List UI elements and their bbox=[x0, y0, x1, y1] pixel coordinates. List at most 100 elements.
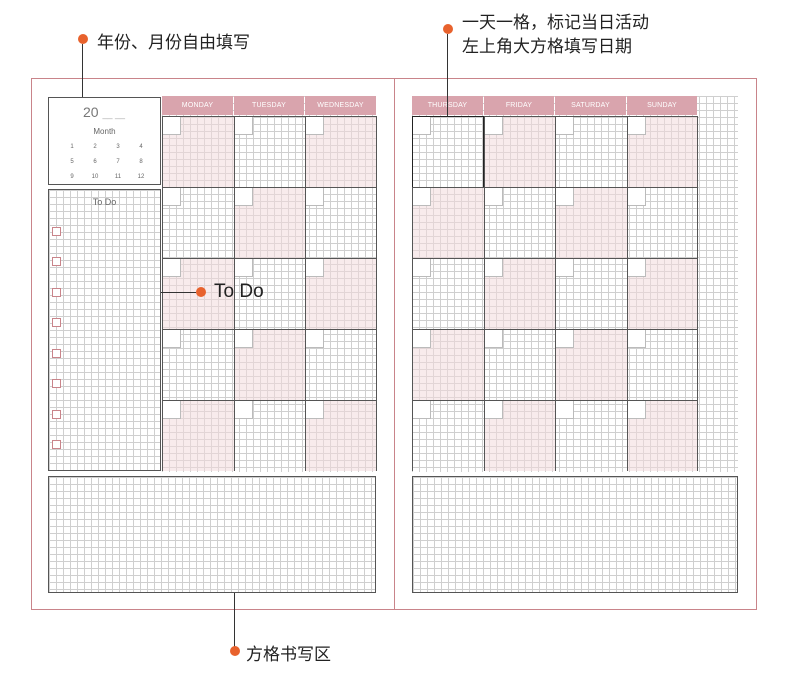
todo-checkbox[interactable] bbox=[52, 288, 61, 297]
day-header-saturday: SATURDAY bbox=[555, 96, 626, 115]
day-cell[interactable] bbox=[484, 329, 555, 401]
date-box[interactable] bbox=[556, 117, 574, 135]
date-box[interactable] bbox=[413, 330, 431, 348]
day-cell[interactable] bbox=[305, 187, 377, 259]
day-cell[interactable] bbox=[412, 258, 484, 330]
day-cell[interactable] bbox=[555, 400, 627, 471]
annotation-grid-area: 方格书写区 bbox=[246, 645, 331, 665]
day-cell[interactable] bbox=[162, 329, 234, 401]
date-box[interactable] bbox=[556, 188, 574, 206]
day-cell[interactable] bbox=[627, 258, 698, 330]
date-box[interactable] bbox=[485, 117, 503, 135]
annotation-daily-line2: 左上角大方格填写日期 bbox=[462, 37, 632, 57]
day-cell[interactable] bbox=[305, 258, 377, 330]
date-box[interactable] bbox=[163, 330, 181, 348]
todo-checkbox[interactable] bbox=[52, 410, 61, 419]
date-box[interactable] bbox=[235, 330, 253, 348]
date-box[interactable] bbox=[556, 401, 574, 419]
day-cell[interactable] bbox=[484, 116, 555, 188]
day-cell[interactable] bbox=[412, 187, 484, 259]
annotation-year-month: 年份、月份自由填写 bbox=[97, 33, 250, 53]
date-box[interactable] bbox=[628, 401, 646, 419]
day-header-monday: MONDAY bbox=[162, 96, 233, 115]
annotation-dot bbox=[443, 24, 453, 34]
todo-checkbox[interactable] bbox=[52, 349, 61, 358]
day-cell[interactable] bbox=[412, 400, 484, 471]
date-box[interactable] bbox=[485, 330, 503, 348]
month-9: 9 bbox=[70, 174, 74, 180]
date-box[interactable] bbox=[628, 330, 646, 348]
annotation-dot bbox=[196, 287, 206, 297]
date-box[interactable] bbox=[628, 259, 646, 277]
month-11: 11 bbox=[114, 174, 122, 180]
date-box[interactable] bbox=[628, 117, 646, 135]
date-box[interactable] bbox=[235, 401, 253, 419]
annotation-todo: To Do bbox=[214, 281, 264, 302]
day-cell[interactable] bbox=[162, 400, 234, 471]
date-box[interactable] bbox=[485, 188, 503, 206]
todo-checkbox[interactable] bbox=[52, 257, 61, 266]
day-cell[interactable] bbox=[234, 116, 305, 188]
month-7: 7 bbox=[116, 159, 120, 165]
date-box[interactable] bbox=[556, 330, 574, 348]
day-cell[interactable] bbox=[627, 329, 698, 401]
date-box[interactable] bbox=[163, 401, 181, 419]
date-box[interactable] bbox=[163, 188, 181, 206]
month-12: 12 bbox=[137, 174, 145, 180]
day-cell[interactable] bbox=[627, 116, 698, 188]
date-box[interactable] bbox=[628, 188, 646, 206]
todo-checkbox[interactable] bbox=[52, 318, 61, 327]
date-box[interactable] bbox=[306, 330, 324, 348]
date-box[interactable] bbox=[485, 401, 503, 419]
date-box[interactable] bbox=[235, 259, 253, 277]
date-box[interactable] bbox=[485, 259, 503, 277]
todo-checkbox[interactable] bbox=[52, 440, 61, 449]
todo-box: To Do bbox=[48, 189, 161, 471]
date-box[interactable] bbox=[163, 259, 181, 277]
day-cell[interactable] bbox=[412, 116, 484, 188]
day-cell[interactable] bbox=[234, 329, 305, 401]
day-cell[interactable] bbox=[305, 116, 377, 188]
day-cell[interactable] bbox=[627, 187, 698, 259]
day-cell[interactable] bbox=[412, 329, 484, 401]
date-box[interactable] bbox=[556, 259, 574, 277]
day-cell[interactable] bbox=[162, 187, 234, 259]
month-label: Month bbox=[93, 127, 116, 136]
year-blank: __ __ bbox=[102, 109, 125, 119]
day-cell[interactable] bbox=[555, 116, 627, 188]
date-box[interactable] bbox=[413, 259, 431, 277]
month-4: 4 bbox=[139, 144, 143, 150]
date-box[interactable] bbox=[306, 117, 324, 135]
day-cell[interactable] bbox=[555, 187, 627, 259]
day-cell[interactable] bbox=[305, 329, 377, 401]
annotation-daily-line1: 一天一格，标记当日活动 bbox=[462, 13, 649, 33]
date-box[interactable] bbox=[413, 401, 431, 419]
day-cell[interactable] bbox=[162, 116, 234, 188]
day-cell[interactable] bbox=[555, 329, 627, 401]
day-cell[interactable] bbox=[234, 400, 305, 471]
date-box[interactable] bbox=[235, 188, 253, 206]
leader-line bbox=[447, 34, 448, 116]
date-box[interactable] bbox=[306, 188, 324, 206]
day-cell[interactable] bbox=[234, 187, 305, 259]
todo-checkbox[interactable] bbox=[52, 227, 61, 236]
todo-checkbox[interactable] bbox=[52, 379, 61, 388]
day-cell[interactable] bbox=[627, 400, 698, 471]
date-box[interactable] bbox=[306, 401, 324, 419]
month-5: 5 bbox=[70, 159, 74, 165]
day-cell[interactable] bbox=[555, 258, 627, 330]
date-box[interactable] bbox=[413, 188, 431, 206]
date-box[interactable] bbox=[235, 117, 253, 135]
year-prefix: 20 bbox=[83, 104, 99, 120]
day-cell[interactable] bbox=[484, 400, 555, 471]
day-cell[interactable] bbox=[484, 187, 555, 259]
date-box[interactable] bbox=[163, 117, 181, 135]
right-page bbox=[394, 78, 757, 610]
date-box[interactable] bbox=[413, 117, 431, 135]
day-cell[interactable] bbox=[484, 258, 555, 330]
day-cell[interactable] bbox=[234, 258, 305, 330]
day-header-friday: FRIDAY bbox=[484, 96, 554, 115]
date-box[interactable] bbox=[306, 259, 324, 277]
month-8: 8 bbox=[139, 159, 143, 165]
day-cell[interactable] bbox=[305, 400, 377, 471]
